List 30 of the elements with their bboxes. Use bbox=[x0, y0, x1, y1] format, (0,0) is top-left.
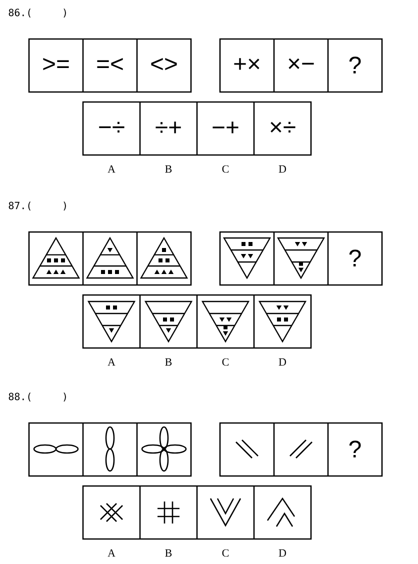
option-letter: D bbox=[278, 549, 286, 557]
symbol-text: −+ bbox=[212, 122, 238, 134]
question-number: 88.( bbox=[8, 392, 30, 402]
symbol-text: >= bbox=[43, 58, 69, 70]
option-letter: A bbox=[108, 549, 116, 557]
bracket: ) bbox=[64, 202, 66, 210]
symbol-text: ? bbox=[349, 250, 361, 266]
option-letter: C bbox=[222, 165, 229, 173]
symbol-text: =< bbox=[97, 58, 123, 70]
symbol-text: +× bbox=[234, 58, 260, 70]
question-number: 87.( bbox=[8, 202, 30, 210]
symbol-text: ×− bbox=[288, 58, 314, 70]
option-letter: D bbox=[278, 165, 286, 173]
symbol-text: ÷+ bbox=[156, 122, 181, 134]
symbol-text: ? bbox=[349, 440, 361, 458]
option-letter: A bbox=[108, 358, 116, 366]
option-letter: B bbox=[165, 549, 172, 557]
option-letter: D bbox=[278, 358, 286, 366]
symbol-text: ×÷ bbox=[270, 122, 296, 133]
bracket: ) bbox=[64, 392, 66, 402]
option-letter: C bbox=[222, 358, 229, 366]
question-number: 86.( bbox=[8, 8, 30, 18]
option-letter: C bbox=[222, 549, 229, 557]
bracket: ) bbox=[64, 8, 66, 18]
symbol-text: −÷ bbox=[99, 122, 124, 133]
symbol-text: ? bbox=[349, 56, 361, 74]
option-letter: B bbox=[165, 358, 172, 366]
option-letter: B bbox=[165, 165, 172, 173]
symbol-text: <> bbox=[151, 58, 177, 70]
option-letter: A bbox=[108, 165, 116, 173]
